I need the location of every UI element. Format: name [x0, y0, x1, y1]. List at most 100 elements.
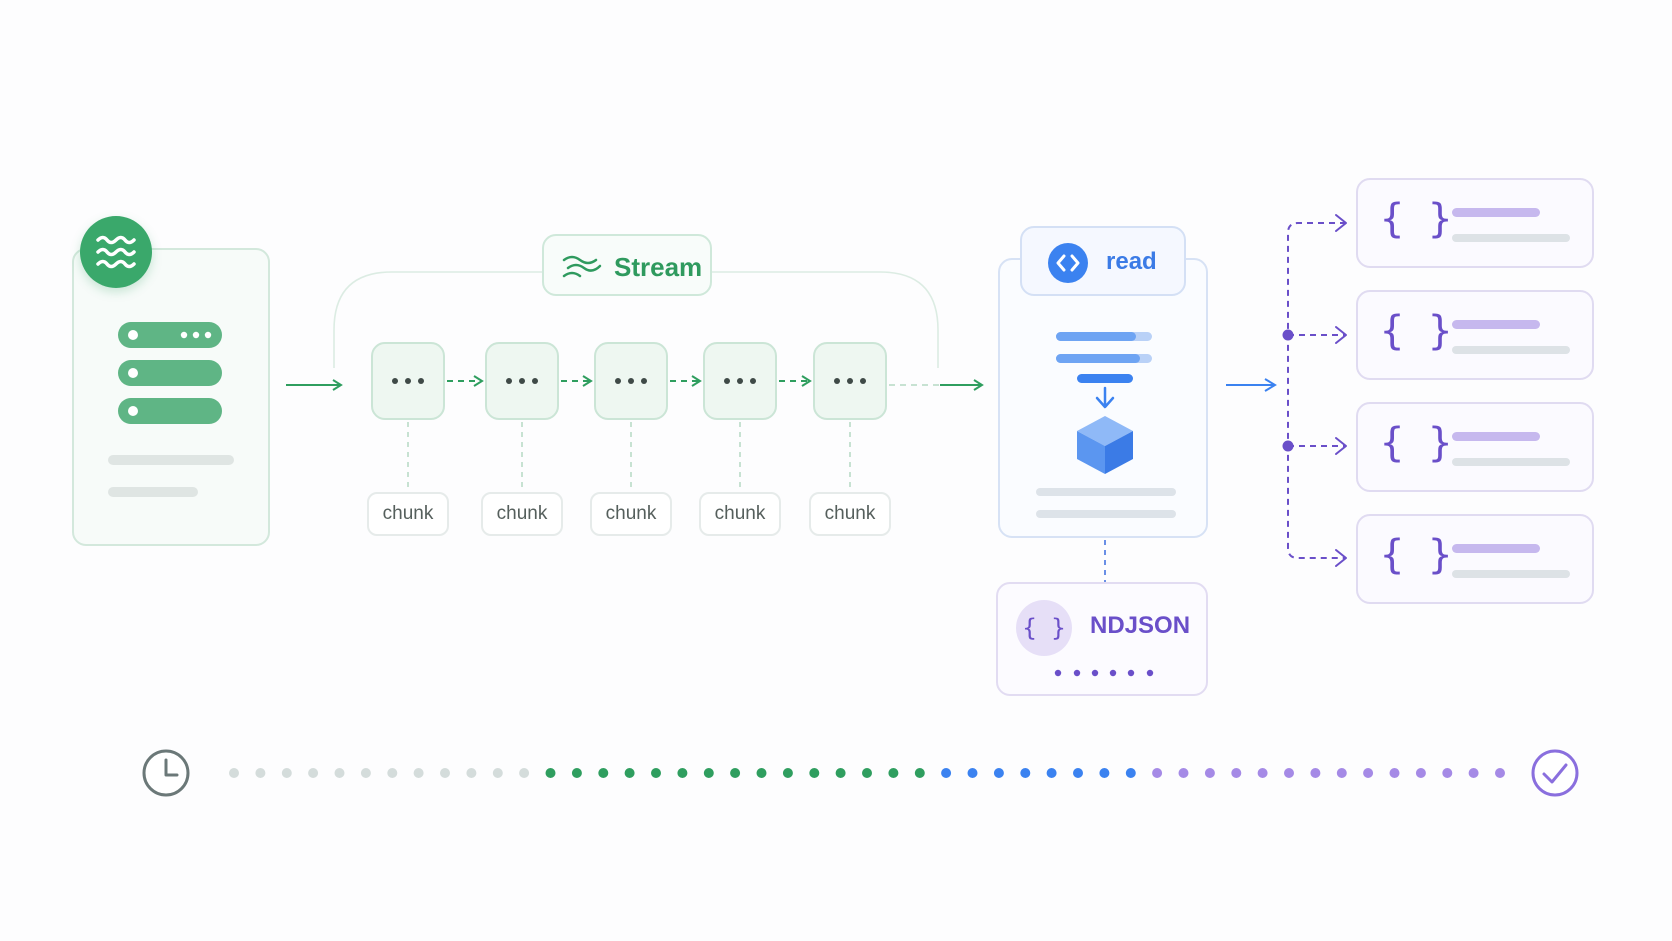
- object-key-bar: [1452, 320, 1540, 329]
- source-row: [118, 360, 222, 386]
- timeline-dot-read: [1073, 768, 1083, 778]
- json-object-card: { }: [1356, 290, 1594, 380]
- timeline-dot-parse: [1257, 768, 1268, 778]
- timeline-dot-stream: [651, 768, 661, 778]
- timeline-dot-parse: [1442, 768, 1453, 778]
- source-text-line: [108, 487, 198, 497]
- timeline-dot-pending: [360, 768, 371, 778]
- braces-icon: { }: [1380, 308, 1453, 354]
- timeline-dot-parse: [1152, 768, 1163, 778]
- stream-label: Stream: [614, 252, 703, 282]
- timeline-dot-stream: [677, 768, 688, 778]
- stream-pill: Stream: [542, 234, 712, 296]
- timeline-dot-pending: [466, 768, 477, 778]
- timeline-dot-parse: [1495, 768, 1505, 778]
- chunk-box: [594, 342, 668, 420]
- object-key-bar: [1452, 208, 1540, 217]
- braces-icon: { }: [1380, 196, 1453, 242]
- timeline-dot-read: [1046, 768, 1057, 778]
- timeline-dot-stream: [809, 768, 820, 778]
- object-value-bar: [1452, 458, 1570, 466]
- fanout-nodes: [1282, 329, 1294, 452]
- timeline-dot-stream: [703, 768, 714, 778]
- timeline-dot-parse: [1204, 768, 1215, 778]
- timeline-dot-pending: [440, 768, 450, 778]
- clock-icon: [142, 749, 190, 797]
- timeline-dot-pending: [334, 768, 345, 778]
- timeline-dot-parse: [1178, 768, 1189, 778]
- timeline-dot-read: [1099, 768, 1110, 778]
- timeline-dot-read: [941, 768, 952, 778]
- chunk-label: chunk: [809, 492, 891, 536]
- timeline-dot-parse: [1415, 768, 1426, 778]
- timeline-dot-stream: [730, 768, 741, 778]
- timeline-dot-stream: [624, 768, 635, 778]
- timeline-dot-parse: [1468, 768, 1479, 778]
- timeline-dot-stream: [598, 768, 609, 778]
- code-brackets-icon: [1048, 243, 1088, 288]
- check-circle-icon: [1531, 749, 1579, 797]
- timeline-dot-pending: [413, 768, 424, 778]
- reader-label: read: [1106, 248, 1157, 275]
- chunk-label: chunk: [367, 492, 449, 536]
- object-arrowheads: [1335, 214, 1347, 567]
- timeline-dot-stream: [888, 768, 899, 778]
- ndjson-label: NDJSON: [1090, 612, 1191, 639]
- chunk-box: [485, 342, 559, 420]
- timeline-dot-read: [967, 768, 978, 778]
- chunk-label: chunk: [590, 492, 672, 536]
- chunk-label: chunk: [699, 492, 781, 536]
- timeline-dot-pending: [308, 768, 319, 778]
- ndjson-card: { } NDJSON: [996, 582, 1208, 696]
- chunk-box: [813, 342, 887, 420]
- reader-pill: read: [1020, 226, 1186, 296]
- timeline-dot-read: [1125, 768, 1136, 778]
- timeline-dot-pending: [519, 768, 530, 778]
- source-card: [72, 248, 270, 546]
- timeline-dot-stream: [862, 768, 872, 778]
- json-object-card: { }: [1356, 514, 1594, 604]
- chunk-box: [703, 342, 777, 420]
- timeline-dot-parse: [1310, 768, 1321, 778]
- timeline-dot-parse: [1284, 768, 1294, 778]
- timeline-dot-stream: [782, 768, 793, 778]
- waves-icon: [80, 216, 152, 288]
- json-object-card: { }: [1356, 178, 1594, 268]
- source-text-line: [108, 455, 234, 465]
- braces-icon: { }: [1380, 532, 1453, 578]
- timeline-dot-stream: [914, 768, 925, 778]
- timeline-dot-pending: [255, 768, 266, 778]
- svg-text:{ }: { }: [1022, 614, 1065, 642]
- timeline-dot-pending: [281, 768, 292, 778]
- timeline-dot-pending: [387, 768, 398, 778]
- timeline-dot-stream: [571, 768, 582, 778]
- object-value-bar: [1452, 570, 1570, 578]
- wind-icon: [560, 250, 604, 287]
- timeline-dot-parse: [1336, 768, 1347, 778]
- chunk-verticals: [407, 422, 851, 492]
- timeline-dot-pending: [492, 768, 503, 778]
- object-key-bar: [1452, 432, 1540, 441]
- timeline-dot-parse: [1389, 768, 1400, 778]
- timeline-dot-stream: [835, 768, 846, 778]
- object-value-bar: [1452, 346, 1570, 354]
- object-fanout: [1287, 222, 1346, 559]
- chunk-box: [371, 342, 445, 420]
- json-object-card: { }: [1356, 402, 1594, 492]
- object-key-bar: [1452, 544, 1540, 553]
- timeline-dot-stream: [756, 768, 767, 778]
- timeline-dot-read: [1020, 768, 1031, 778]
- object-value-bar: [1452, 234, 1570, 242]
- source-row: [118, 322, 222, 348]
- timeline-dot-stream: [545, 768, 556, 778]
- reader-card: [998, 258, 1208, 538]
- timeline-dot-pending: [229, 768, 239, 778]
- timeline-dot-read: [993, 768, 1004, 778]
- timeline-progress: [229, 768, 1505, 778]
- braces-icon: { }: [1016, 600, 1072, 661]
- braces-icon: { }: [1380, 420, 1453, 466]
- timeline-dot-parse: [1363, 768, 1374, 778]
- source-row: [118, 398, 222, 424]
- timeline-dot-parse: [1231, 768, 1242, 778]
